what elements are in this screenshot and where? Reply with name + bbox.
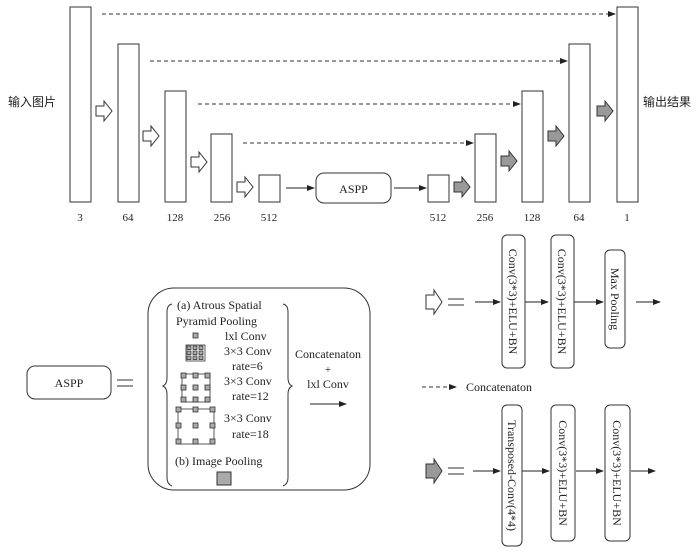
aspp-legend-box: [26, 365, 112, 400]
dec-channel-label: 256: [477, 212, 494, 224]
section-a-title-line2: Pyramid Pooling: [176, 314, 257, 328]
merge-label-line1: Concatenaton: [295, 347, 361, 361]
branch-rate12-label: 3×3 Conv: [224, 374, 272, 388]
branch-rate6-label: 3×3 Conv: [224, 344, 272, 358]
up-block-equals: [448, 467, 464, 475]
aspp-equals-sign: [117, 379, 133, 387]
dec-channel-label: 128: [524, 212, 541, 224]
up-block-legend-icon: [425, 457, 443, 485]
upsample-arrow-icon: [596, 99, 614, 123]
aspp-legend-label: ASPP: [55, 376, 84, 390]
aspp-bottleneck-box: [315, 172, 392, 204]
encoder-block-256: [210, 133, 233, 203]
branch-rate18-rate: rate=18: [232, 427, 269, 441]
up-step-2-box: [550, 404, 576, 542]
up-step-2-label: Conv(3*3)+ELU+BN: [556, 420, 570, 526]
branch-rate6-rate: rate=6: [232, 359, 263, 373]
downsample-arrow-icon: [95, 99, 113, 123]
kernel-1x1-icon: [192, 332, 199, 339]
upsample-arrow-icon: [500, 149, 518, 173]
decoder-block-128: [521, 90, 544, 203]
encoder-block-512: [258, 174, 281, 203]
right-brace: [282, 303, 294, 487]
branch-1x1-label: lxl Conv: [225, 329, 267, 343]
up-step-1-label: Transposed-Conv(4*4): [505, 420, 519, 531]
aspp-bottleneck-label: ASPP: [339, 182, 368, 196]
down-block-legend-icon: [425, 288, 443, 316]
down-step-3-label: Max Pooling: [608, 268, 622, 330]
encoder-block-128: [164, 90, 187, 203]
down-block-equals: [448, 298, 464, 306]
input-label: 输入图片: [8, 94, 56, 109]
section-b-title: (b) Image Pooling: [175, 454, 262, 468]
decoder-block-1: [616, 6, 639, 203]
enc-channel-label: 256: [214, 212, 231, 224]
branch-rate12-rate: rate=12: [232, 389, 269, 403]
decoder-block-64: [568, 43, 591, 203]
down-step-2-label: Conv(3*3)+ELU+BN: [555, 249, 569, 355]
decoder-block-512: [427, 174, 450, 203]
image-pooling-icon: [216, 471, 232, 486]
upsample-arrow-icon: [547, 124, 565, 148]
output-label: 输出结果: [643, 94, 691, 109]
left-brace: [161, 303, 173, 487]
decoder-block-256: [474, 133, 497, 203]
up-step-3-label: Conv(3*3)+ELU+BN: [610, 420, 624, 526]
down-step-3-box: [604, 249, 626, 349]
down-step-1-label: Conv(3*3)+ELU+BN: [506, 249, 520, 355]
enc-channel-label: 512: [261, 212, 278, 224]
skip-legend-label: Concatenaton: [466, 380, 532, 394]
merge-label-line2: +: [325, 364, 331, 376]
downsample-arrow-icon: [236, 175, 254, 199]
up-step-1-box: [501, 404, 523, 547]
enc-channel-label: 3: [77, 212, 83, 224]
downsample-arrow-icon: [142, 124, 160, 148]
dec-channel-label: 512: [430, 212, 447, 224]
branch-rate18-label: 3×3 Conv: [224, 411, 272, 425]
encoder-block-3: [69, 6, 92, 203]
section-a-title-line1: (a) Atrous Spatial: [177, 298, 262, 312]
up-step-3-box: [604, 404, 631, 542]
encoder-block-64: [117, 43, 140, 203]
merge-label-line3: lxl Conv: [307, 377, 349, 391]
downsample-arrow-icon: [190, 150, 208, 174]
dec-channel-label: 1: [624, 212, 630, 224]
dec-channel-label: 64: [574, 212, 586, 224]
enc-channel-label: 64: [123, 212, 135, 224]
enc-channel-label: 128: [167, 212, 184, 224]
upsample-arrow-icon: [453, 175, 471, 199]
